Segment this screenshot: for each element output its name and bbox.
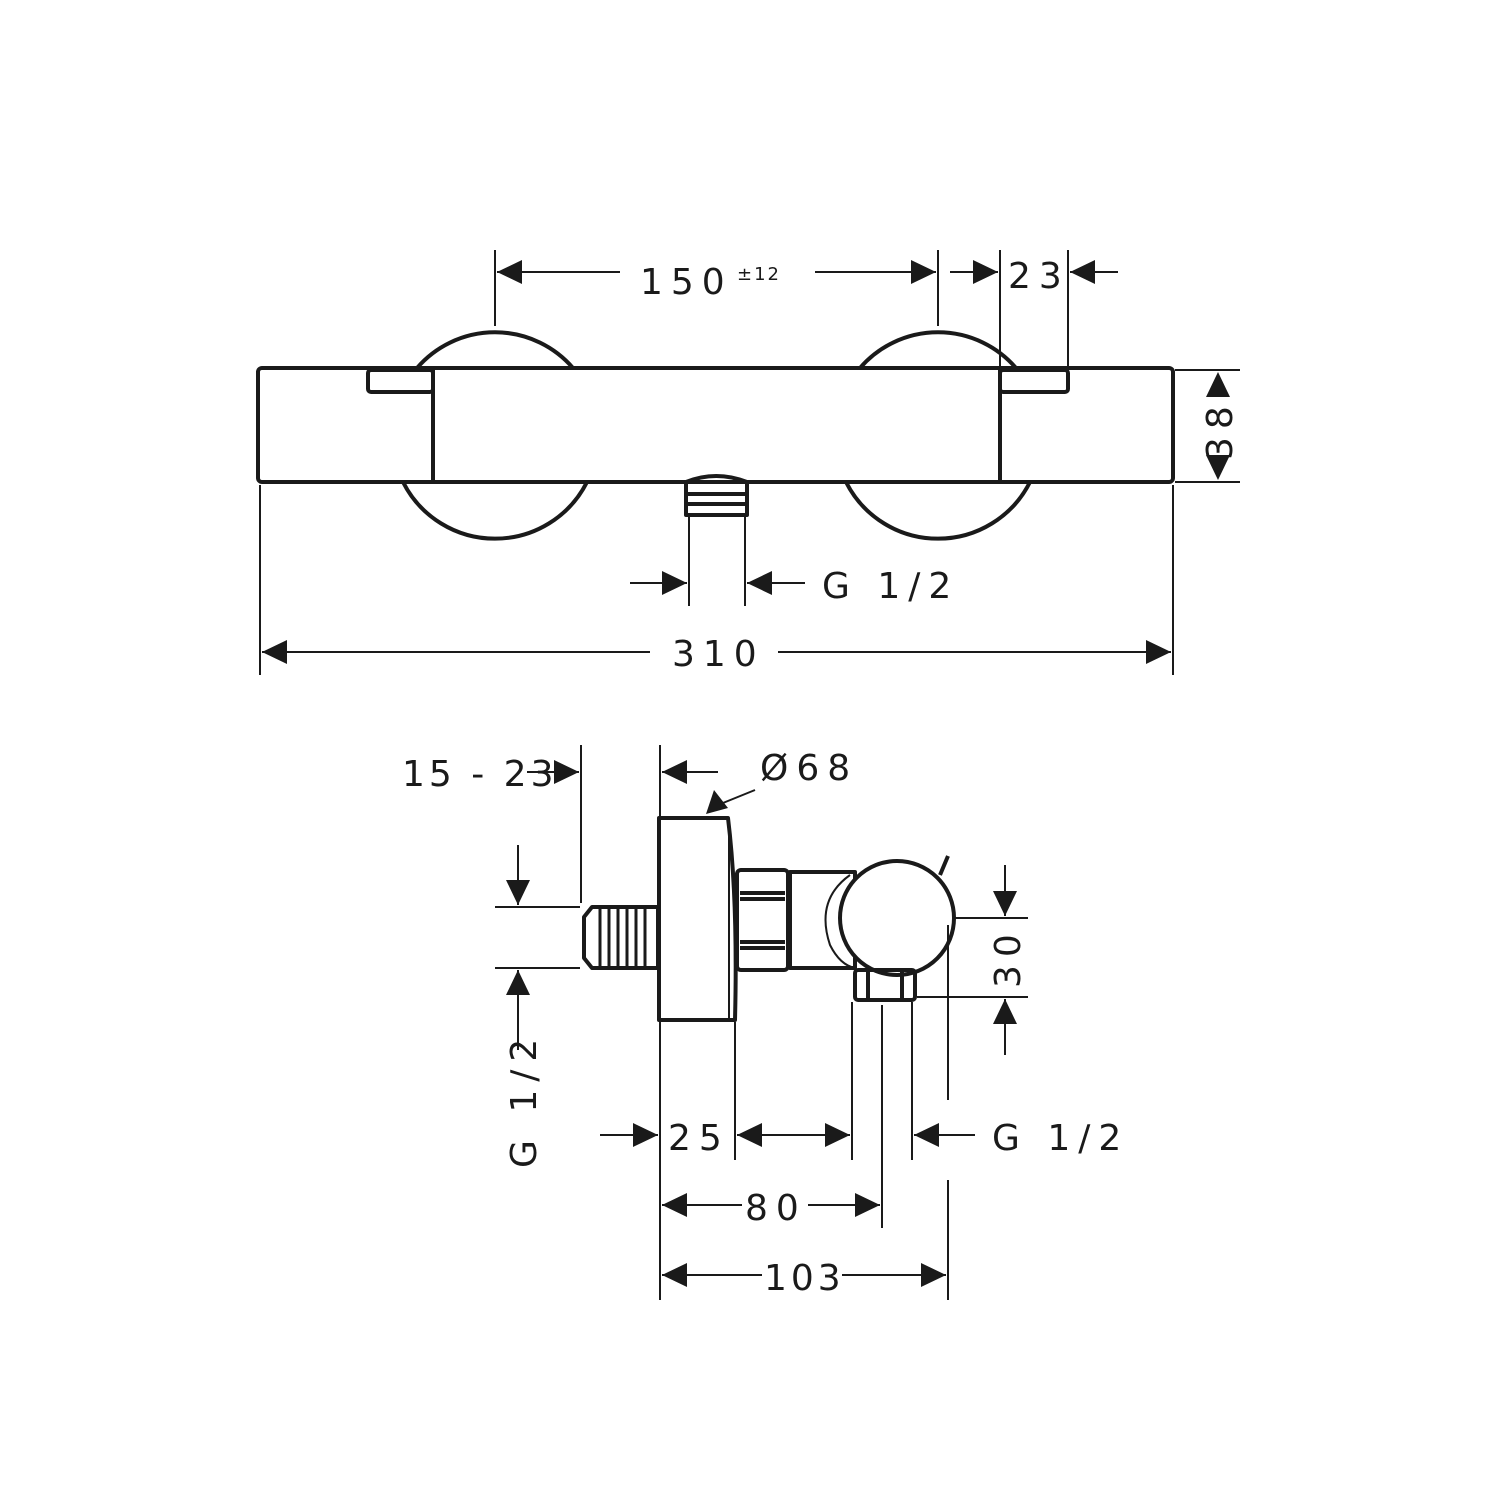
side-view: 15 - 23 Ø68 G 1/2 30 25 <box>402 745 1129 1300</box>
dim-30: 30 <box>988 926 1029 988</box>
right-wall-flange <box>844 330 1032 541</box>
thermostat-handle <box>838 859 956 977</box>
dim-310: 310 <box>672 634 765 675</box>
dim-103: 103 <box>764 1258 845 1299</box>
handle-pin <box>938 855 950 876</box>
dim-80: 80 <box>745 1188 807 1229</box>
outlet-nut <box>853 968 917 1002</box>
dim-150-tolerance: ±12 <box>737 264 781 285</box>
dim-25: 25 <box>668 1118 730 1159</box>
dim-15-23: 15 - 23 <box>402 754 558 795</box>
left-wall-flange <box>401 330 589 541</box>
dim-outlet-thread: G 1/2 <box>822 566 959 607</box>
dim-38: 38 <box>1200 398 1241 460</box>
dim-inlet-thread: G 1/2 <box>504 1031 545 1168</box>
dim-flange-diameter: Ø68 <box>760 748 858 789</box>
inlet-nipple <box>582 905 660 970</box>
wall-flange <box>657 816 738 1022</box>
right-slot <box>998 368 1070 394</box>
dim-150: 150 <box>640 262 733 303</box>
connection-nut <box>735 868 790 972</box>
outlet-nipple <box>684 474 749 517</box>
left-slot <box>366 368 435 394</box>
front-view: 150 ±12 23 38 G 1/2 310 <box>256 250 1241 675</box>
thermostat-body <box>256 366 1175 484</box>
dim-outlet-thread-side: G 1/2 <box>992 1118 1129 1159</box>
dim-23: 23 <box>1008 256 1070 297</box>
